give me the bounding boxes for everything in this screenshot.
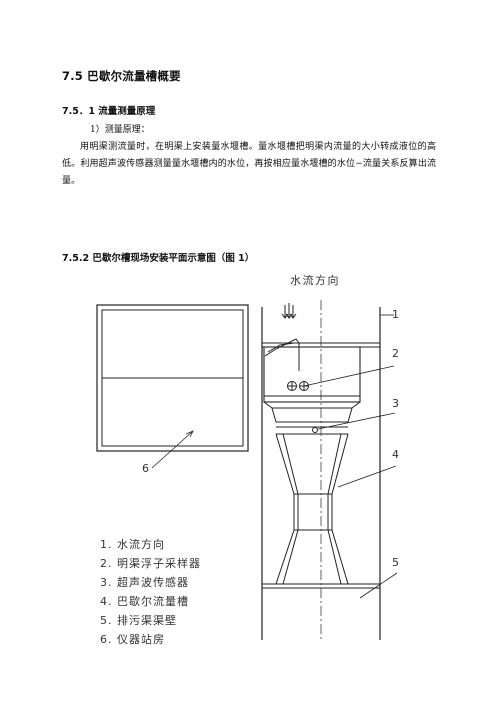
legend-item: 1. 水流方向 (100, 537, 165, 551)
legend-item: 4. 巴歇尔流量槽 (100, 594, 189, 608)
leader-lines (151, 314, 398, 599)
legend: 1. 水流方向 2. 明渠浮子采样器 3. 超声波传感器 4. 巴歇尔流量槽 5… (100, 537, 201, 646)
callout-4: 4 (392, 448, 399, 461)
flow-direction-label: 水流方向 (290, 273, 340, 287)
float-sampler (263, 338, 361, 409)
callout-2: 2 (392, 347, 399, 360)
flow-arrows (281, 303, 297, 319)
callout-3: 3 (392, 397, 399, 410)
callout-5: 5 (392, 556, 399, 569)
section-title: 7.5 巴歇尔流量槽概要 (62, 69, 181, 83)
figure-title: 7.5.2 巴歇尔槽现场安装平面示意图（图 1） (62, 253, 255, 264)
channel-wall-outlet (262, 583, 380, 589)
legend-item: 5. 排污渠渠壁 (100, 613, 177, 627)
ultrasonic-sensor-section (271, 407, 353, 435)
principle-label: 1）测量原理： (90, 125, 150, 135)
callout-6: 6 (142, 462, 149, 475)
instrument-station (96, 304, 249, 452)
legend-item: 6. 仪器站房 (100, 632, 165, 646)
subsection-title: 7.5．1 流量测量原理 (62, 106, 156, 117)
callout-1: 1 (392, 308, 399, 321)
parshall-flume (275, 433, 349, 585)
legend-item: 3. 超声波传感器 (100, 575, 189, 589)
principle-paragraph: 用明渠测流量时，在明渠上安装量水堰槽。量水堰槽把明渠内流量的大小转成液位的高低。… (62, 142, 436, 186)
legend-item: 2. 明渠浮子采样器 (100, 556, 201, 570)
